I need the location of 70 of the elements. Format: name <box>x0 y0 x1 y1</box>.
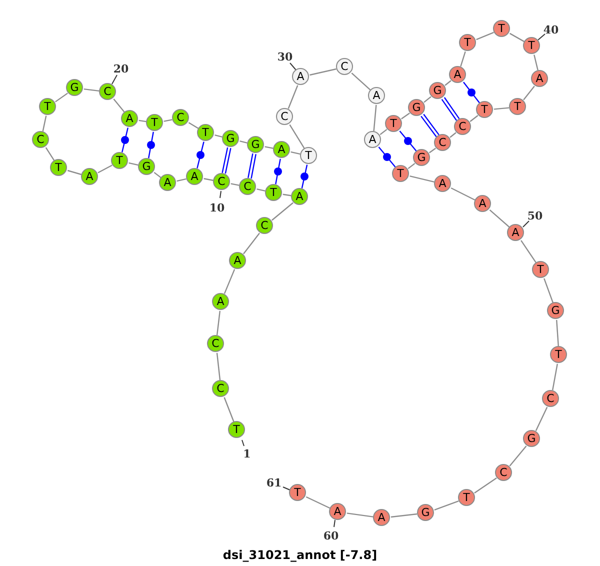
nucleotide-circle: T <box>265 184 282 201</box>
nucleotide-circle: G <box>66 79 83 96</box>
nucleotide-circle: A <box>449 66 466 83</box>
nucleotide-circle: C <box>32 131 49 148</box>
nucleotide-circle: T <box>458 489 475 506</box>
nucleotide-circle: T <box>509 98 526 115</box>
nucleotide-circle: A <box>292 68 309 85</box>
nucleotide-circle: A <box>434 175 451 192</box>
nucleotide-circle: C <box>256 217 273 234</box>
position-number: 50 <box>527 210 543 222</box>
nucleotide-circle: T <box>459 34 476 51</box>
nucleotide-circle: A <box>81 168 98 185</box>
nucleotide-circle: C <box>99 83 116 100</box>
nucleotide-circle: A <box>291 188 308 205</box>
nucleotide-circle: T <box>493 20 510 37</box>
nucleotide-circle: A <box>329 503 346 520</box>
nucleotide-circle: A <box>364 131 381 148</box>
nucleotide-circle: C <box>542 390 559 407</box>
nucleotide-circle: C <box>207 335 224 352</box>
nucleotide-circle: T <box>476 101 493 118</box>
nucleotide-circle: G <box>413 149 430 166</box>
nucleotide-circle: T <box>50 159 67 176</box>
nucleotide-circle: G <box>222 130 239 147</box>
nucleotide-circle: C <box>336 58 353 75</box>
nucleotide-circle: G <box>547 302 564 319</box>
nucleotide-circle: T <box>300 147 317 164</box>
nucleotide-circle: G <box>138 158 155 175</box>
position-number: 10 <box>209 202 225 214</box>
nucleotide-circle: C <box>276 108 293 125</box>
nucleotide-circle: T <box>39 98 56 115</box>
position-number: 60 <box>323 530 339 542</box>
nucleotide-circle: T <box>550 346 567 363</box>
diagram-title: dsi_31021_annot [-7.8] <box>222 548 378 562</box>
nucleotide-circle: T <box>197 124 214 141</box>
nucleotide-circle: T <box>532 261 549 278</box>
nucleotide-circle: A <box>229 252 246 269</box>
nucleotide-circle: G <box>429 82 446 99</box>
position-number: 1 <box>243 448 251 460</box>
nucleotide-circle: G <box>408 99 425 116</box>
nucleotide-circle: T <box>392 165 409 182</box>
nucleotide-circle: T <box>523 37 540 54</box>
nucleotide-circle: A <box>507 224 524 241</box>
nucleotide-circle: C <box>172 109 189 126</box>
nucleotide-circle: A <box>474 195 491 212</box>
position-number: 61 <box>266 476 282 490</box>
nucleotide-circle: C <box>495 464 512 481</box>
nucleotide-circle: A <box>121 110 138 127</box>
nucleotide-circle: A <box>531 70 548 87</box>
position-number: 40 <box>543 24 559 36</box>
nucleotide-circle: G <box>247 136 264 153</box>
nucleotide-circle: A <box>212 293 229 310</box>
nucleotide-circle: T <box>228 421 245 438</box>
nucleotide-circle: C <box>212 380 229 397</box>
position-number: 30 <box>277 50 293 64</box>
nucleotide-circle: T <box>111 152 128 169</box>
nucleotide-circle: C <box>239 178 256 195</box>
nucleotide-circle: T <box>289 484 306 501</box>
position-number: 20 <box>113 62 129 76</box>
nucleotide-circle: G <box>417 504 434 521</box>
nucleotide-circle: C <box>434 134 451 151</box>
nucleotide-circle: C <box>454 118 471 135</box>
nucleotide-circle: A <box>186 168 203 185</box>
nucleotide-circle: A <box>368 87 385 104</box>
nucleotide-circle: T <box>146 114 163 131</box>
nucleotide-circle: G <box>523 430 540 447</box>
nucleotide-circle: A <box>373 509 390 526</box>
nucleotide-circle: T <box>385 115 402 132</box>
nucleotide-circle: C <box>213 173 230 190</box>
nucleotide-circle: A <box>159 174 176 191</box>
nucleotide-circle: A <box>273 141 290 158</box>
